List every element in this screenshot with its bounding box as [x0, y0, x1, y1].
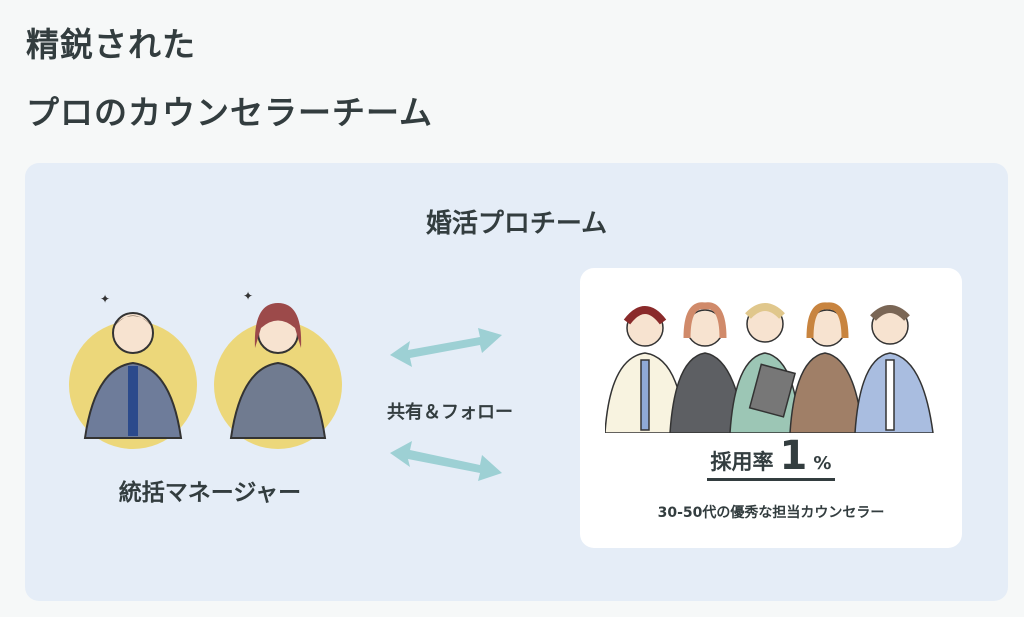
team-title: 婚活プロチーム	[425, 209, 608, 239]
team-panel: 婚活プロチーム ✦✦ 統括マネージャー 共有＆フォロー	[25, 163, 1008, 601]
managers-label: 統括マネージャー	[118, 480, 302, 506]
arrow-up-double	[390, 328, 502, 367]
hiring-rate-value: 1	[779, 433, 808, 479]
heading-line-2: プロのカウンセラーチーム	[26, 93, 434, 132]
managers-illustration: ✦✦	[69, 289, 342, 449]
counselor-subtitle: 30-50代の優秀な担当カウンセラー	[657, 505, 885, 521]
share-arrows	[390, 328, 502, 481]
svg-text:✦: ✦	[100, 292, 110, 306]
heading-line-1: 精鋭された	[26, 25, 196, 64]
share-follow-label: 共有＆フォロー	[387, 402, 513, 423]
counselors-illustration	[605, 302, 934, 433]
hiring-rate-label: 採用率	[710, 450, 774, 474]
svg-text:✦: ✦	[243, 289, 253, 303]
arrow-down-double	[390, 441, 502, 481]
hiring-rate-unit: %	[813, 453, 832, 474]
